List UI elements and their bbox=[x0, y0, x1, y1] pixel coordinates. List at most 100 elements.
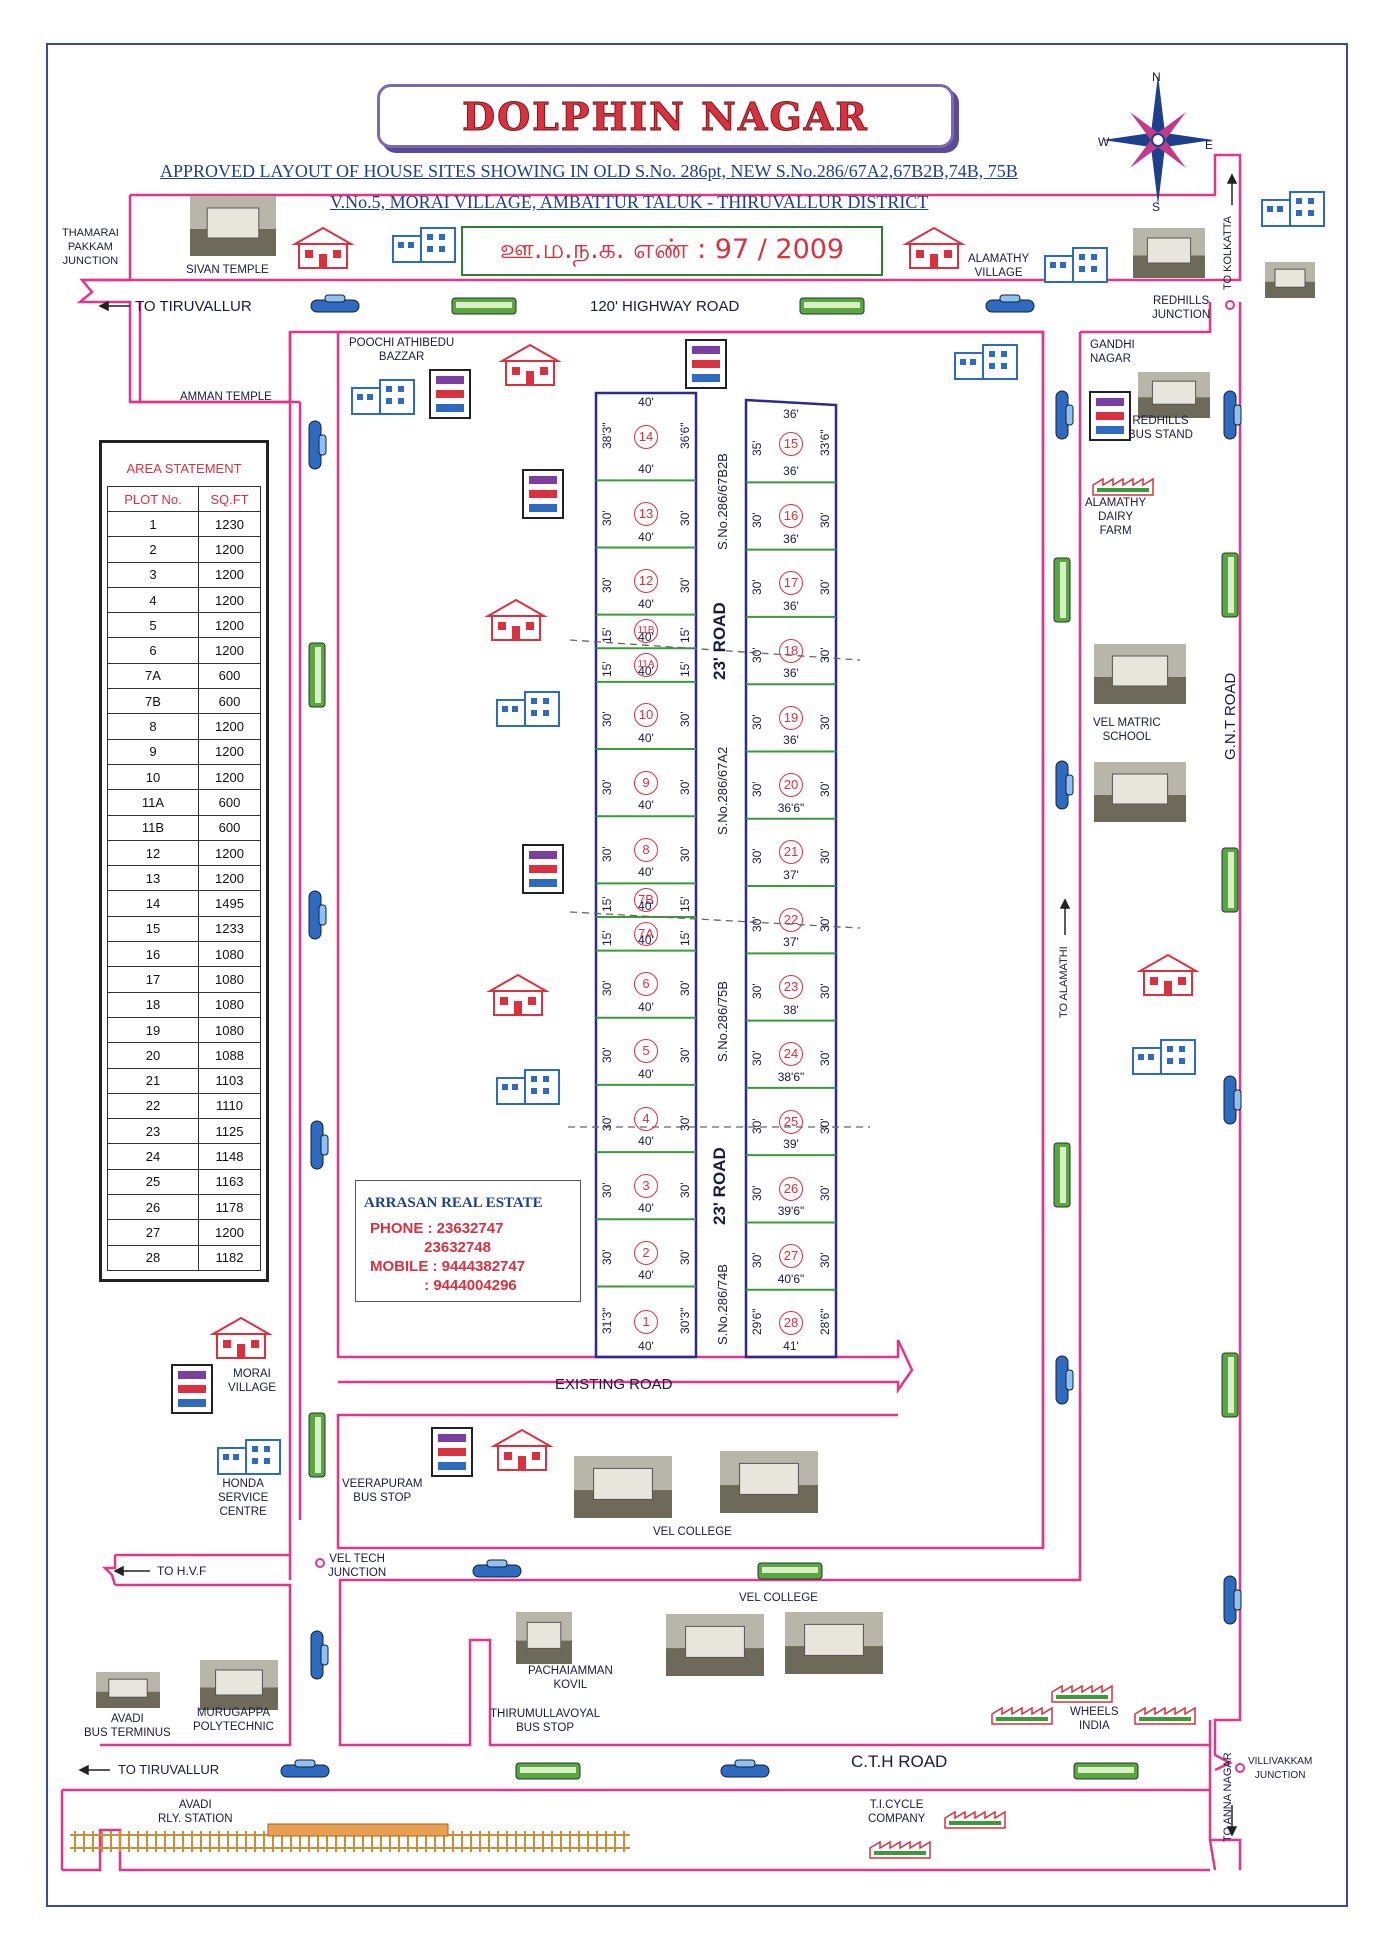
plot-bottom-dimension: 40' bbox=[638, 798, 654, 813]
plot-left-dimension: 30' bbox=[750, 646, 764, 663]
plot-number: 6 bbox=[634, 972, 658, 997]
redhills-junction-label: REDHILLS JUNCTION bbox=[1152, 295, 1211, 321]
survey-label-4: S.No.286/74B bbox=[715, 1264, 730, 1345]
plot-number: 10 bbox=[634, 703, 658, 728]
plot-number: 13 bbox=[634, 501, 658, 526]
photo-icon bbox=[1133, 228, 1205, 278]
plot-number-cell: 24 bbox=[107, 1143, 199, 1170]
plot-bottom-dimension: 37' bbox=[783, 868, 799, 883]
photo-icon bbox=[666, 1614, 764, 1676]
factory-icon bbox=[1051, 1684, 1113, 1703]
plot-bottom-dimension: 40' bbox=[638, 1201, 654, 1216]
plot-number-cell: 7A bbox=[107, 662, 199, 690]
plot-bottom-dimension: 40' bbox=[638, 1066, 654, 1081]
plot-number-cell: 2 bbox=[107, 536, 199, 563]
pachaiamman-kovil-label: PACHAIAMMAN KOVIL bbox=[528, 1665, 613, 1691]
plot-number-cell: 13 bbox=[107, 865, 199, 892]
photo-icon bbox=[785, 1612, 883, 1674]
factory-icon bbox=[869, 1840, 931, 1859]
car-icon bbox=[308, 890, 327, 940]
plot-number-cell: 3 bbox=[107, 561, 199, 588]
plot-left-dimension: 38'3" bbox=[600, 422, 614, 449]
redhills-bus-stand-label: REDHILLS BUS STAND bbox=[1128, 415, 1193, 441]
plot-number: 7A bbox=[634, 921, 658, 946]
plot-bottom-dimension: 40' bbox=[638, 462, 654, 477]
area-statement-title: AREA STATEMENT bbox=[126, 461, 242, 476]
plot-number: 9 bbox=[634, 770, 658, 795]
plot-number: 3 bbox=[634, 1173, 658, 1198]
bus-icon bbox=[308, 1412, 326, 1478]
photo-icon bbox=[190, 196, 276, 256]
plot-right-dimension: 30' bbox=[678, 1047, 692, 1064]
plot-number-cell: 16 bbox=[107, 941, 199, 968]
plot-right-dimension: 30' bbox=[818, 714, 832, 730]
plot-bottom-dimension: 40' bbox=[638, 529, 654, 544]
plot-bottom-dimension: 40' bbox=[638, 898, 654, 913]
roads bbox=[60, 153, 1242, 1872]
plot-left-dimension: 30' bbox=[600, 980, 614, 997]
plot-bottom-dimension: 40' bbox=[638, 731, 654, 746]
sqft-cell: 1110 bbox=[197, 1092, 262, 1120]
bus-icon bbox=[515, 1762, 581, 1780]
plot-number-cell: 23 bbox=[107, 1118, 199, 1145]
plot-number-cell: 5 bbox=[107, 612, 199, 639]
plot-number: 17 bbox=[779, 571, 803, 596]
plot-number-cell: 26 bbox=[107, 1194, 199, 1221]
plot-number-cell: 25 bbox=[107, 1168, 199, 1196]
apartment-icon bbox=[171, 1364, 213, 1414]
bus-icon bbox=[1073, 1762, 1139, 1780]
building-icon bbox=[1132, 1039, 1196, 1075]
plot-right-dimension: 30' bbox=[678, 1114, 692, 1131]
plot-number: 7B bbox=[634, 888, 658, 913]
plot-bottom-dimension: 36' bbox=[783, 531, 799, 546]
plot-right-dimension: 15' bbox=[678, 661, 692, 678]
plot-left-dimension: 30' bbox=[750, 1050, 764, 1067]
contact-box: ARRASAN REAL ESTATE PHONE : 23632747 236… bbox=[355, 1180, 581, 1302]
plot-left-dimension: 30' bbox=[750, 579, 764, 596]
thamarai-junction-label: THAMARAI PAKKAM JUNCTION bbox=[62, 227, 119, 267]
sqft-cell: 1088 bbox=[197, 1042, 262, 1069]
building-icon bbox=[496, 691, 560, 727]
plot-left-dimension: 30' bbox=[750, 1117, 764, 1134]
sqft-cell: 600 bbox=[197, 789, 262, 816]
vel-college-label-2: VEL COLLEGE bbox=[739, 1592, 818, 1604]
bus-icon bbox=[308, 642, 326, 708]
plot-right-dimension: 15' bbox=[678, 627, 692, 644]
plot-right-dimension: 30' bbox=[818, 781, 832, 798]
plot-left-dimension: 30' bbox=[750, 714, 764, 730]
plot-bottom-dimension: 39' bbox=[783, 1137, 799, 1152]
page-frame bbox=[46, 43, 1348, 1907]
vel-college-label-1: VEL COLLEGE bbox=[653, 1526, 732, 1538]
plot-bottom-dimension: 36' bbox=[783, 733, 799, 748]
car-icon bbox=[1223, 1075, 1242, 1125]
plot-number-cell: 22 bbox=[107, 1092, 199, 1120]
plot-number-cell: 19 bbox=[107, 1016, 199, 1044]
plot-right-dimension: 30' bbox=[818, 1050, 832, 1067]
bus-icon bbox=[1221, 1352, 1239, 1418]
plot-number: 1 bbox=[634, 1309, 658, 1334]
house-icon bbox=[291, 226, 355, 269]
plot-right-dimension: 30'3" bbox=[678, 1307, 692, 1334]
internal-road-label-south: 23' ROAD bbox=[710, 1147, 729, 1225]
plot-right-dimension: 33'6" bbox=[818, 429, 832, 456]
sqft-cell: 1080 bbox=[197, 991, 262, 1018]
sqft-cell: 1200 bbox=[197, 865, 262, 892]
photo-icon bbox=[1265, 262, 1315, 298]
photo-icon bbox=[1094, 762, 1186, 822]
plot-bottom-dimension: 36'6" bbox=[777, 800, 805, 815]
cth-road bbox=[60, 1788, 1210, 1872]
apartment-icon bbox=[522, 469, 564, 519]
sqft-cell: 1230 bbox=[197, 510, 262, 538]
plot-right-dimension: 30' bbox=[678, 510, 692, 526]
car-icon bbox=[308, 420, 327, 470]
plot-number-cell: 15 bbox=[107, 915, 199, 943]
sqft-cell: 1080 bbox=[197, 966, 262, 993]
factory-icon bbox=[1134, 1706, 1196, 1725]
to-tiruvallur-label: TO TIRUVALLUR bbox=[135, 298, 252, 315]
